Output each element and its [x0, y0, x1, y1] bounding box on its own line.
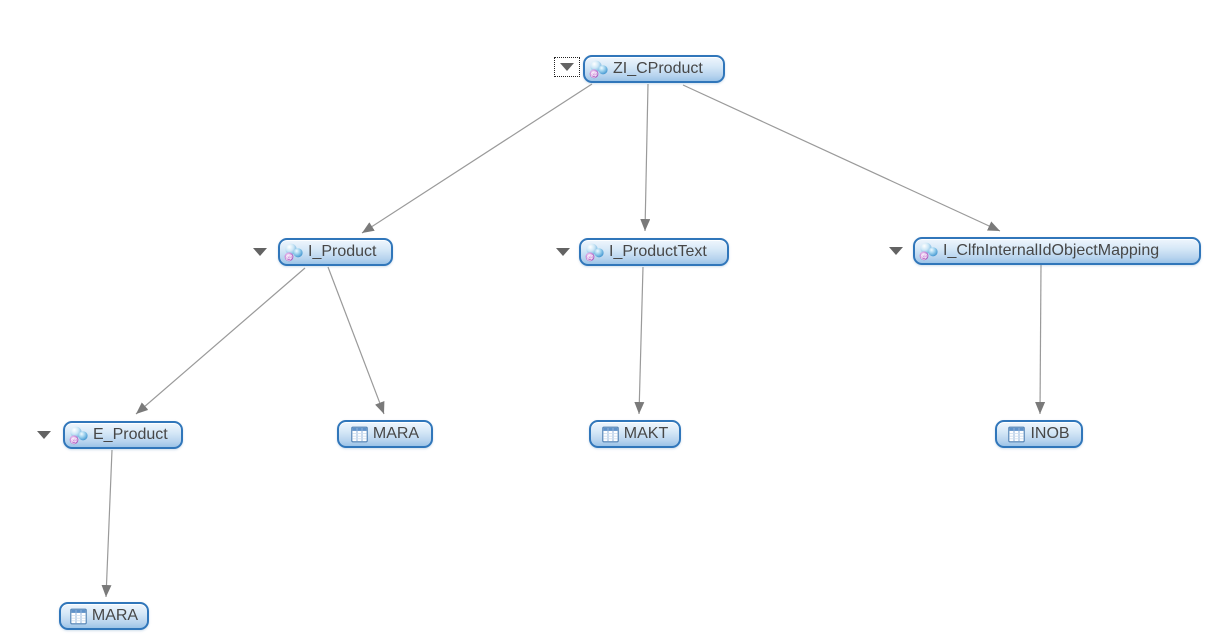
node-inob[interactable]: INOB: [995, 420, 1083, 448]
svg-text:@: @: [70, 435, 77, 444]
edge-zi_cproduct-i_producttext: [640, 83, 651, 232]
node-i-clfninternalidobjectmapping[interactable]: @ I_ClfnInternalIdObjectMapping: [913, 237, 1201, 265]
node-i-product[interactable]: @ I_Product: [278, 238, 393, 266]
node-label: I_ProductText: [609, 243, 707, 260]
node-i-producttext[interactable]: @ I_ProductText: [579, 238, 729, 266]
edge-zi_cproduct-i_product: [361, 83, 593, 234]
expander-i-producttext[interactable]: [552, 244, 574, 260]
cds-view-icon: @: [585, 243, 604, 262]
node-label: ZI_CProduct: [613, 60, 703, 77]
table-icon: [70, 608, 87, 625]
edge-i_producttext-makt: [634, 266, 645, 415]
cds-view-icon: @: [284, 243, 303, 262]
svg-text:@: @: [590, 69, 597, 78]
node-zi-cproduct[interactable]: @ ZI_CProduct: [583, 55, 725, 83]
edge-i_clfninternalidobjectmapping-inob: [1035, 264, 1046, 415]
table-icon: [602, 426, 619, 443]
collapse-triangle-icon: [37, 431, 51, 439]
edge-zi_cproduct-i_clfninternalidobjectmapping: [682, 84, 1001, 232]
node-makt[interactable]: MAKT: [589, 420, 681, 448]
expander-i-product[interactable]: [249, 244, 271, 260]
cds-view-icon: @: [919, 242, 938, 261]
edge-i_product-e_product: [135, 267, 306, 415]
collapse-triangle-icon: [556, 248, 570, 256]
svg-text:@: @: [920, 251, 927, 260]
edge-e_product-mara: [101, 449, 113, 598]
svg-text:@: @: [586, 252, 593, 261]
svg-text:@: @: [285, 252, 292, 261]
node-label: I_ClfnInternalIdObjectMapping: [943, 242, 1160, 259]
node-label: I_Product: [308, 243, 377, 260]
edge-i_product-mara: [327, 266, 385, 415]
table-icon: [351, 426, 368, 443]
node-label: MAKT: [623, 425, 669, 442]
node-mara-under-i-product[interactable]: MARA: [337, 420, 433, 448]
collapse-triangle-icon: [560, 63, 574, 71]
node-label: MARA: [372, 425, 420, 442]
collapse-triangle-icon: [889, 247, 903, 255]
collapse-triangle-icon: [253, 248, 267, 256]
node-label: MARA: [91, 607, 139, 624]
node-label: E_Product: [93, 426, 168, 443]
cds-view-icon: @: [589, 60, 608, 79]
expander-i-clfninternalidobjectmapping[interactable]: [885, 243, 907, 259]
node-e-product[interactable]: @ E_Product: [63, 421, 183, 449]
node-label: INOB: [1030, 425, 1070, 442]
table-icon: [1008, 426, 1026, 443]
cds-view-icon: @: [69, 426, 88, 445]
expander-zi-cproduct[interactable]: [554, 57, 580, 77]
node-mara-under-e-product[interactable]: MARA: [59, 602, 149, 630]
expander-e-product[interactable]: [33, 427, 55, 443]
